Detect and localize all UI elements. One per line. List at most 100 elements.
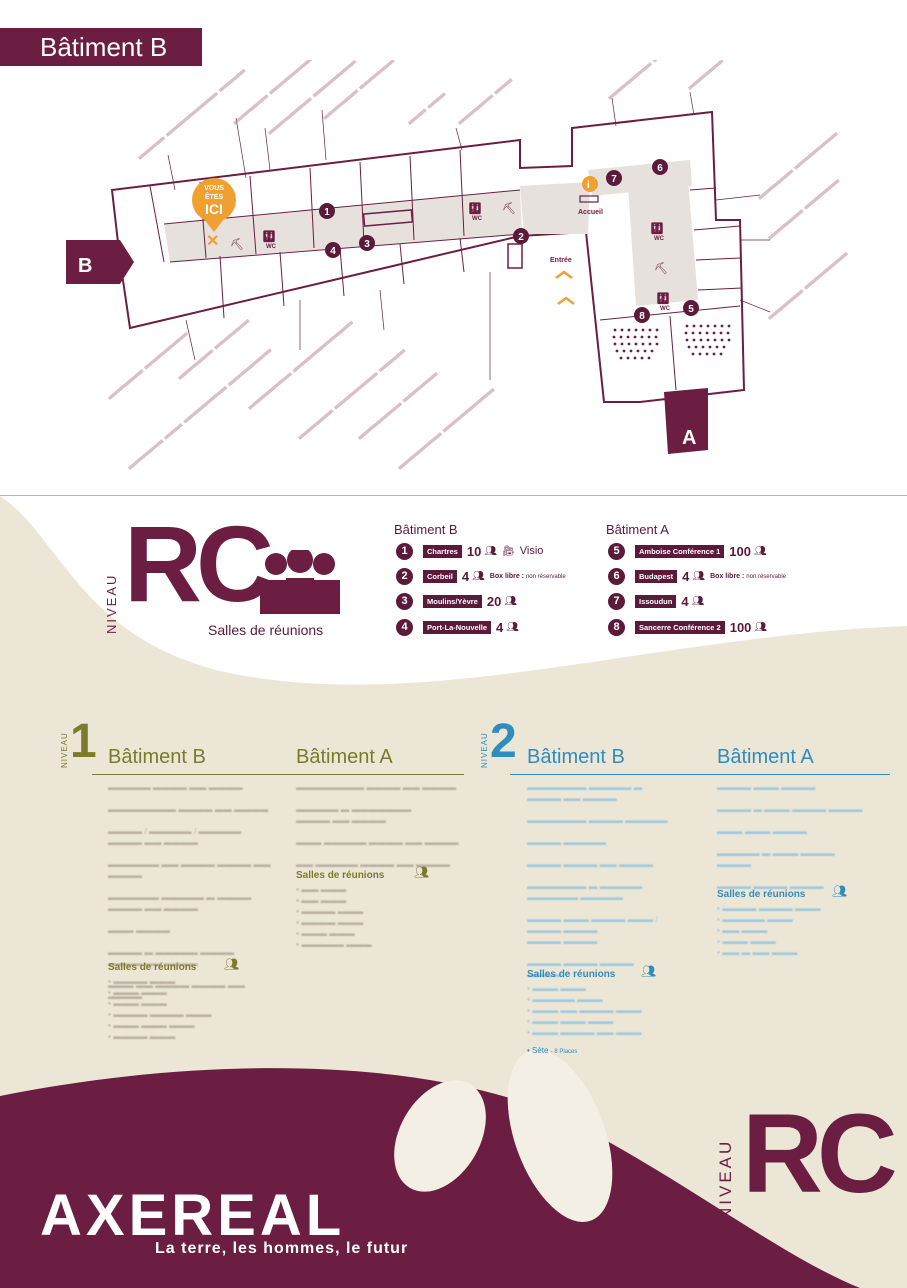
svg-text:▬▬▬▬ ▬▬▬▬▬: ▬▬▬▬ ▬▬▬▬▬ (104, 328, 190, 403)
niveau1-rule (92, 774, 464, 775)
leader-lines (167, 91, 771, 380)
people-icon: 👥︎ (753, 545, 767, 557)
niveau1-salles-b: Salles de réunions (108, 962, 197, 973)
svg-text:▬▬▬▬▬ ▬▬▬: ▬▬▬▬▬ ▬▬▬ (604, 60, 681, 102)
niveau2-salles-list-a: • ▬▬▬▬ ▬▬▬▬ ▬▬▬• ▬▬▬▬▬ ▬▬▬• ▬▬ ▬▬▬• ▬▬▬ … (717, 903, 821, 957)
niveau2-rule (510, 774, 890, 775)
svg-text:▬▬▬▬ ▬▬▬: ▬▬▬▬ ▬▬▬ (684, 60, 753, 92)
svg-text:🚻︎: 🚻︎ (650, 222, 664, 235)
svg-text:✕: ✕ (206, 233, 219, 250)
building-a-marker: A (664, 388, 708, 454)
svg-text:B: B (78, 255, 92, 277)
svg-text:⛏︎: ⛏︎ (502, 202, 516, 215)
niveau1-number: 1 (70, 715, 97, 768)
niveau2-salles-a: Salles de réunions (717, 889, 806, 900)
people-icon: 👥︎ (692, 570, 706, 582)
niveau1-list-b: ▬▬▬▬▬ ▬▬▬▬ ▬▬ ▬▬▬▬▬▬▬▬▬▬▬▬ ▬▬▬▬ ▬▬ ▬▬▬▬▬… (108, 782, 271, 1001)
you-are-here-marker: VOUS ÊTES ICI ✕ (192, 178, 236, 250)
sand-background (0, 496, 907, 1288)
svg-text:▬▬▬ ▬▬▬▬▬▬ ▬▬▬: ▬▬▬ ▬▬▬▬▬▬ ▬▬▬ (134, 64, 248, 162)
svg-text:WC: WC (654, 236, 665, 242)
floor-map: ▬▬▬ ▬▬▬▬▬▬ ▬▬▬ ▬▬▬▬ ▬▬▬ ▬▬▬▬ ▬▬▬▬▬ ▬▬▬▬▬ … (0, 32, 907, 500)
niveau1-salles-list-b: • ▬▬▬▬ ▬▬▬• ▬▬▬ ▬▬▬• ▬▬▬ ▬▬▬• ▬▬▬▬ ▬▬▬▬ … (108, 976, 212, 1041)
svg-text:WC: WC (266, 244, 277, 250)
svg-text:2: 2 (518, 232, 524, 243)
svg-text:ICI: ICI (205, 201, 223, 217)
building-tag: Bâtiment B (0, 28, 202, 66)
svg-text:6: 6 (657, 163, 663, 174)
legend-room-row: 7 Issoudun 4 👥︎ (608, 591, 709, 611)
svg-text:4: 4 (330, 246, 336, 257)
svg-text:⛏︎: ⛏︎ (654, 262, 668, 275)
conference-table-icon (362, 209, 523, 269)
svg-text:Entrée: Entrée (550, 257, 572, 264)
svg-text:A: A (682, 427, 696, 449)
svg-text:WC: WC (660, 306, 671, 312)
entrance-marker: Entrée (550, 257, 575, 305)
corridor (164, 160, 698, 306)
brand-tagline: La terre, les hommes, le futur (155, 1240, 409, 1257)
reception-icon: i Accueil (578, 176, 603, 216)
legend-subtitle: Salles de réunions (208, 622, 324, 638)
people-icon: 👥︎ (414, 865, 430, 879)
niveau1-list-a: ▬▬▬▬▬▬▬▬ ▬▬▬▬ ▬▬ ▬▬▬▬▬▬▬▬▬ ▬ ▬▬▬▬▬▬▬▬▬▬▬… (296, 782, 459, 869)
people-icon: 👥︎ (224, 957, 240, 971)
legend-room-row: 5 Amboise Conférence 1 100 👥︎ (608, 541, 772, 561)
room-markers: 1 2 3 4 5 6 7 8 (319, 159, 699, 323)
legend-room-row: 4 Port-La-Nouvelle 4 👥︎ (396, 617, 524, 637)
people-icon: 👥︎ (754, 621, 768, 633)
people-icon: 👥︎ (504, 595, 518, 607)
meeting-people-icon (260, 550, 340, 614)
svg-text:3: 3 (364, 239, 370, 250)
niveau2-list-b: ▬▬▬▬▬▬▬ ▬▬▬▬▬ ▬▬▬▬▬ ▬▬ ▬▬▬▬▬▬▬▬▬▬▬ ▬▬▬▬ … (527, 782, 668, 979)
niveau2-col-b: Bâtiment B (527, 746, 625, 768)
people-icon: 👥︎ (484, 545, 498, 557)
niveau1-salles-a: Salles de réunions (296, 870, 385, 881)
niveau2-list-a: ▬▬▬▬ ▬▬▬ ▬▬▬▬▬▬▬▬ ▬ ▬▬▬ ▬▬▬▬ ▬▬▬▬▬▬▬ ▬▬▬… (717, 782, 863, 891)
legend-room-row: 3 Moulins/Yèvre 20 👥︎ (396, 591, 522, 611)
visio-icon: 🎥︎ (502, 545, 515, 557)
legend-col-a-title: Bâtiment A (606, 522, 669, 537)
svg-text:7: 7 (611, 174, 617, 185)
footer-level-code: RC (742, 1091, 898, 1216)
svg-text:1: 1 (324, 207, 330, 218)
stairs-icon: ⛏︎ ⛏︎ ⛏︎ (230, 202, 668, 275)
svg-text:VOUS: VOUS (204, 185, 224, 192)
svg-text:▬▬▬▬ ▬▬: ▬▬▬▬ ▬▬ (454, 74, 515, 128)
niveau2-last-room: • Sète - 8 Places (527, 1046, 578, 1055)
niveau2-salles-list-b: • ▬▬▬ ▬▬▬• ▬▬▬▬▬ ▬▬▬• ▬▬▬ ▬▬ ▬▬▬▬ ▬▬▬• ▬… (527, 983, 642, 1037)
svg-text:⛏︎: ⛏︎ (230, 238, 244, 251)
svg-text:WC: WC (472, 216, 483, 222)
svg-text:▬▬▬▬ ▬▬▬▬: ▬▬▬▬ ▬▬▬▬ (319, 60, 396, 122)
svg-text:▬▬▬▬ ▬▬▬▬▬: ▬▬▬▬ ▬▬▬▬▬ (764, 248, 850, 323)
people-icon: 👥︎ (641, 964, 657, 978)
niveau2-number: 2 (490, 715, 517, 768)
svg-text:i: i (587, 180, 590, 191)
building-b-marker: B (66, 240, 134, 284)
legend-room-row: 1 Chartres 10 👥︎ 🎥︎ Visio (396, 541, 543, 561)
auditorium-seats (612, 324, 731, 360)
legend-level-code: RC (124, 503, 274, 624)
svg-text:▬▬ ▬▬: ▬▬ ▬▬ (404, 88, 448, 127)
footer-niveau-word: NIVEAU (716, 1138, 735, 1220)
section-divider (0, 495, 907, 496)
people-icon: 👥︎ (472, 570, 485, 582)
svg-text:ÊTES: ÊTES (205, 192, 224, 201)
floor-plan-svg: ▬▬▬ ▬▬▬▬▬▬ ▬▬▬ ▬▬▬▬ ▬▬▬ ▬▬▬▬ ▬▬▬▬▬ ▬▬▬▬▬ … (66, 32, 850, 472)
niveau1-salles-list-a: • ▬▬ ▬▬▬• ▬▬ ▬▬▬• ▬▬▬▬ ▬▬▬• ▬▬▬▬ ▬▬▬• ▬▬… (296, 884, 372, 949)
svg-text:🚻︎: 🚻︎ (262, 230, 276, 243)
niveau2-salles-b: Salles de réunions (527, 969, 616, 980)
niveau1-col-a: Bâtiment A (296, 746, 393, 768)
svg-text:Accueil: Accueil (578, 209, 603, 216)
niveau1-col-b: Bâtiment B (108, 746, 206, 768)
legend-col-b-title: Bâtiment B (394, 522, 458, 537)
brand-logo: AXEREAL (40, 1183, 346, 1248)
people-icon: 👥︎ (691, 595, 705, 607)
legend-room-row: 6 Budapest 4 👥︎ Box libre : non réservab… (608, 566, 786, 586)
svg-text:🚻︎: 🚻︎ (656, 292, 670, 305)
legend-room-row: 2 Corbeil 4 👥︎ Box libre : non réservabl… (396, 566, 566, 586)
svg-text:8: 8 (639, 311, 645, 322)
people-icon: 👥︎ (832, 884, 848, 898)
legend-room-row: 8 Sancerre Conférence 2 100 👥︎ (608, 617, 772, 637)
people-icon: 👥︎ (506, 621, 519, 633)
